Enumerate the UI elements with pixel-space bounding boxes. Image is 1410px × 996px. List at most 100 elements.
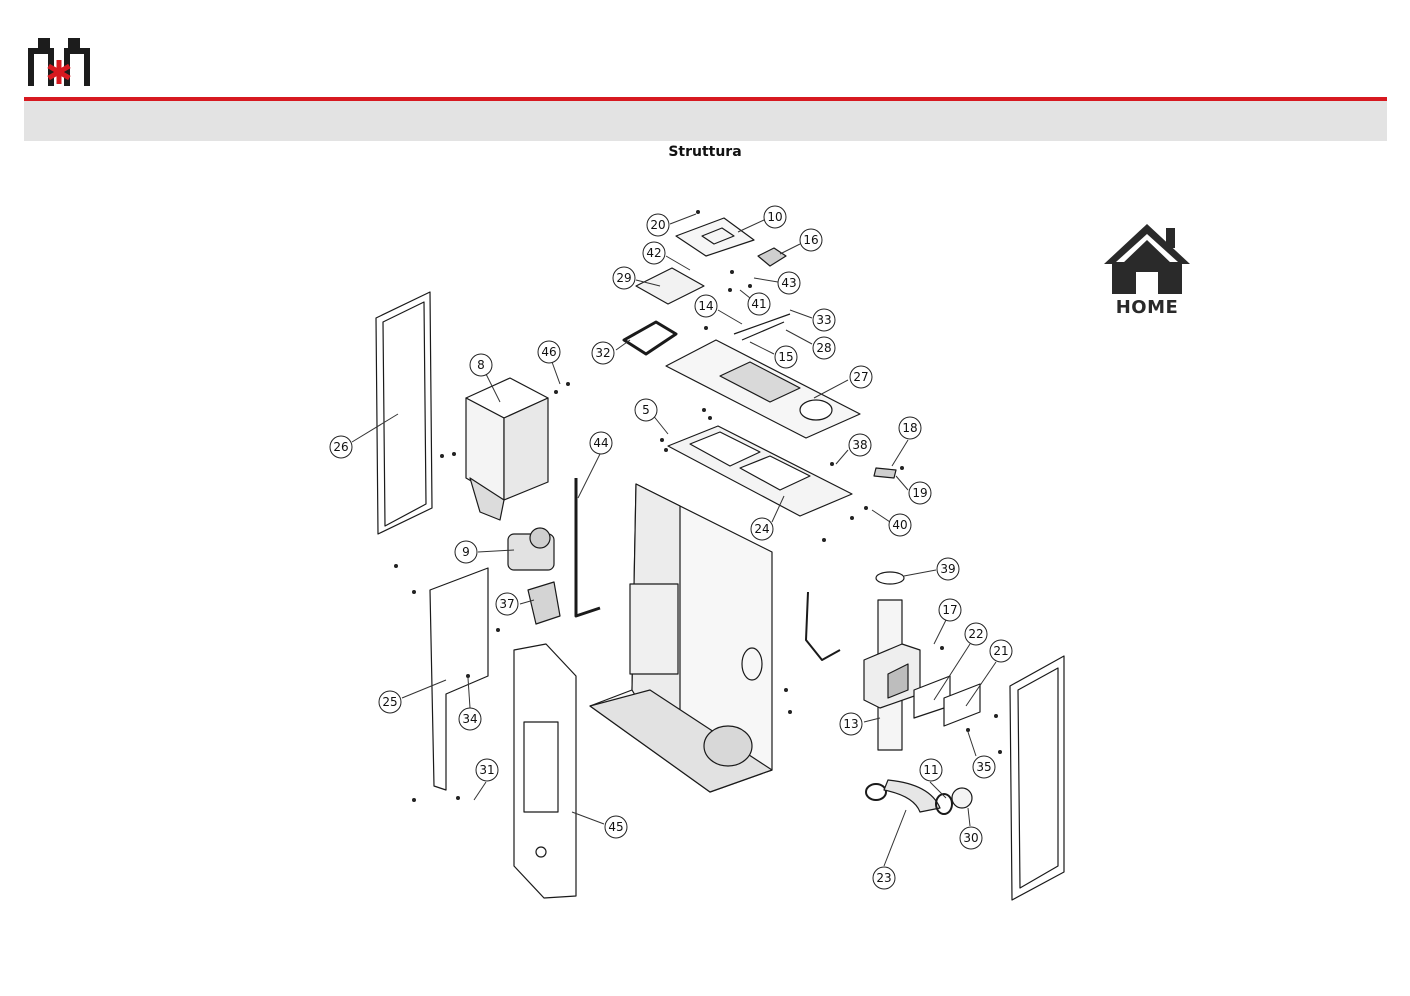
callout-38: 38 [848,433,872,457]
callout-46: 46 [537,340,561,364]
callout-33: 33 [812,308,836,332]
part-bracket-37 [527,581,561,625]
callout-17: 17 [938,598,962,622]
callout-11: 11 [919,758,943,782]
part-top-plate [665,339,861,439]
svg-text:20: 20 [650,218,665,232]
svg-text:15: 15 [778,350,793,364]
header-band [24,101,1387,141]
part-gasket [622,320,678,356]
svg-text:16: 16 [803,233,818,247]
callout-9: 9 [454,540,478,564]
callout-26: 26 [329,435,353,459]
callout-44: 44 [589,431,613,455]
callout-10: 10 [763,205,787,229]
part-hopper [465,377,549,521]
svg-text:9: 9 [462,545,470,559]
svg-text:26: 26 [333,440,348,454]
svg-text:43: 43 [781,276,796,290]
callout-5: 5 [634,398,658,422]
part-elbow [865,779,973,815]
callout-27: 27 [849,365,873,389]
svg-text:30: 30 [963,831,978,845]
asterisk-icon [47,60,71,84]
callout-32: 32 [591,341,615,365]
part-16 [757,247,787,267]
svg-text:32: 32 [595,346,610,360]
callout-14: 14 [694,294,718,318]
callout-22: 22 [964,622,988,646]
part-cover-10 [675,217,755,257]
home-label: HOME [1115,297,1179,318]
svg-text:38: 38 [852,438,867,452]
svg-text:31: 31 [479,763,494,777]
svg-text:13: 13 [843,717,858,731]
callout-28: 28 [812,336,836,360]
part-side-panel-left [375,291,433,535]
svg-text:44: 44 [593,436,608,450]
house-icon [1104,224,1190,294]
home-button[interactable]: HOME [1100,220,1194,324]
callout-29: 29 [612,266,636,290]
callout-42: 42 [642,241,666,265]
svg-text:17: 17 [942,603,957,617]
svg-text:34: 34 [462,712,477,726]
callout-8: 8 [469,353,493,377]
svg-text:10: 10 [767,210,782,224]
svg-text:5: 5 [642,403,650,417]
callout-31: 31 [475,758,499,782]
svg-text:21: 21 [993,644,1008,658]
brand-logo [28,38,90,86]
svg-text:22: 22 [968,627,983,641]
svg-text:24: 24 [754,522,769,536]
part-plate-29 [635,267,705,305]
svg-text:27: 27 [853,370,868,384]
part-28 [733,313,791,335]
svg-text:37: 37 [499,597,514,611]
callout-23: 23 [872,866,896,890]
svg-text:14: 14 [698,299,713,313]
part-cable [805,591,841,661]
part-main-body [589,483,773,793]
callout-20: 20 [646,213,670,237]
screws [394,210,1002,802]
svg-text:29: 29 [616,271,631,285]
svg-text:33: 33 [816,313,831,327]
svg-text:45: 45 [608,820,623,834]
svg-text:19: 19 [912,486,927,500]
callout-25: 25 [378,690,402,714]
part-19 [873,467,897,479]
callout-16: 16 [799,228,823,252]
callout-41: 41 [747,292,771,316]
svg-text:39: 39 [940,562,955,576]
callout-24: 24 [750,517,774,541]
callout-40: 40 [888,513,912,537]
callouts: 20 10 16 42 29 43 41 14 33 28 32 15 8 46… [329,205,1013,890]
svg-text:11: 11 [923,763,938,777]
part-15 [741,321,785,341]
svg-text:42: 42 [646,246,661,260]
part-21 [943,683,981,727]
callout-43: 43 [777,271,801,295]
callout-18: 18 [898,416,922,440]
header-rule [24,97,1387,101]
svg-text:41: 41 [751,297,766,311]
callout-21: 21 [989,639,1013,663]
part-panel-25 [429,567,489,791]
svg-text:18: 18 [902,421,917,435]
part-door [513,643,577,899]
callout-37: 37 [495,592,519,616]
part-flue [863,571,921,751]
svg-text:40: 40 [892,518,907,532]
callout-45: 45 [604,815,628,839]
svg-text:25: 25 [382,695,397,709]
svg-text:46: 46 [541,345,556,359]
callout-30: 30 [959,826,983,850]
part-side-panel-right [1009,655,1065,901]
page-title: Struttura [668,144,742,160]
callout-39: 39 [936,557,960,581]
callout-13: 13 [839,712,863,736]
part-rod [574,478,601,618]
svg-text:8: 8 [477,358,485,372]
